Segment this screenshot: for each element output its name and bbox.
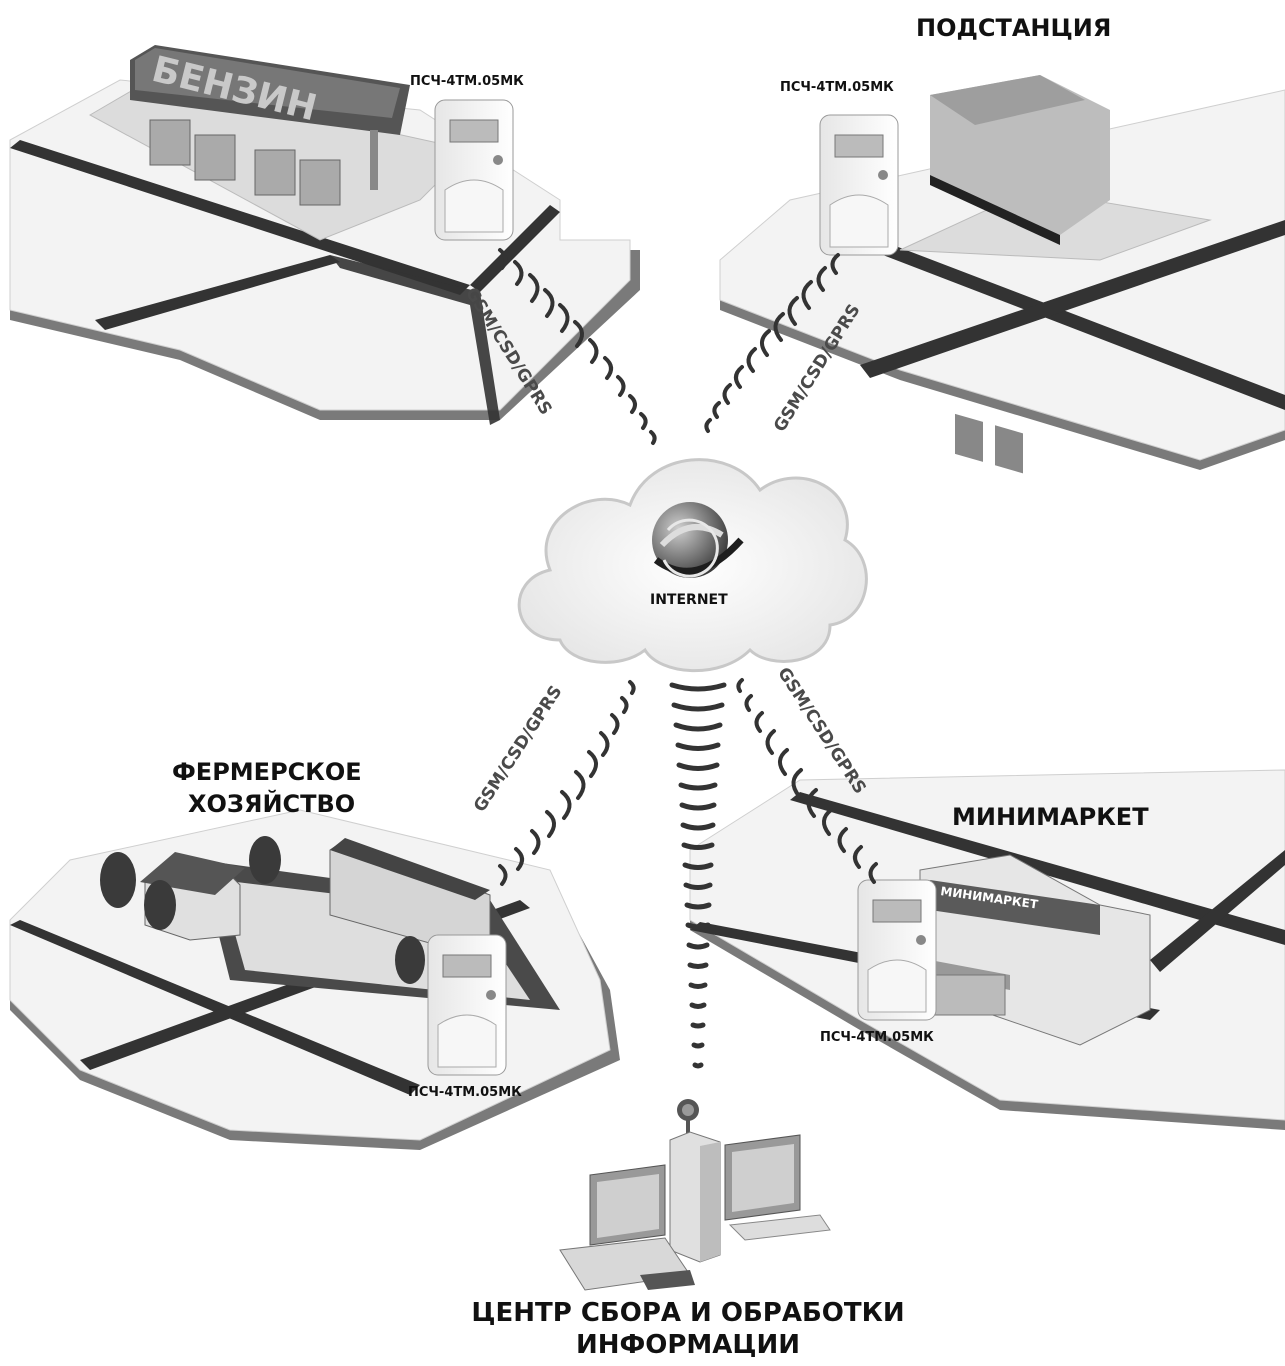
minimarket-meter-label: ПСЧ-4ТМ.05МК bbox=[820, 1030, 934, 1045]
wave-center bbox=[669, 682, 727, 1069]
substation-block bbox=[719, 75, 1285, 474]
internet-label: INTERNET bbox=[650, 592, 728, 608]
central-station bbox=[559, 1099, 831, 1291]
meter-farm bbox=[427, 934, 507, 1076]
farm-block bbox=[9, 809, 620, 1150]
substation-meter-label: ПСЧ-4ТМ.05МК bbox=[780, 80, 894, 95]
gas-station-block: БЕНЗИН bbox=[9, 45, 640, 425]
minimarket-block: МИНИМАРКЕТ bbox=[689, 769, 1285, 1130]
meter-gas-station bbox=[434, 99, 514, 241]
meter-substation bbox=[819, 114, 899, 256]
meter-minimarket bbox=[857, 879, 937, 1021]
wave-bottom-left bbox=[498, 680, 636, 886]
substation-title: ПОДСТАНЦИЯ bbox=[916, 14, 1112, 42]
wave-bottom-right bbox=[736, 678, 878, 884]
center-title-line2: ИНФОРМАЦИИ bbox=[575, 1330, 801, 1360]
minimarket-title: МИНИМАРКЕТ bbox=[952, 803, 1149, 831]
internet-globe-icon bbox=[652, 502, 744, 578]
wave-top-right bbox=[704, 253, 840, 433]
gas-station-meter-label: ПСЧ-4ТМ.05МК bbox=[410, 74, 524, 89]
center-title-line1: ЦЕНТР СБОРА И ОБРАБОТКИ bbox=[471, 1298, 905, 1328]
internet-cloud bbox=[517, 458, 868, 673]
wave-top-left bbox=[498, 248, 657, 445]
farm-title-line2: ХОЗЯЙСТВО bbox=[188, 790, 356, 818]
farm-title-line1: ФЕРМЕРСКОЕ bbox=[172, 758, 362, 786]
farm-meter-label: ПСЧ-4ТМ.05МК bbox=[408, 1085, 522, 1100]
